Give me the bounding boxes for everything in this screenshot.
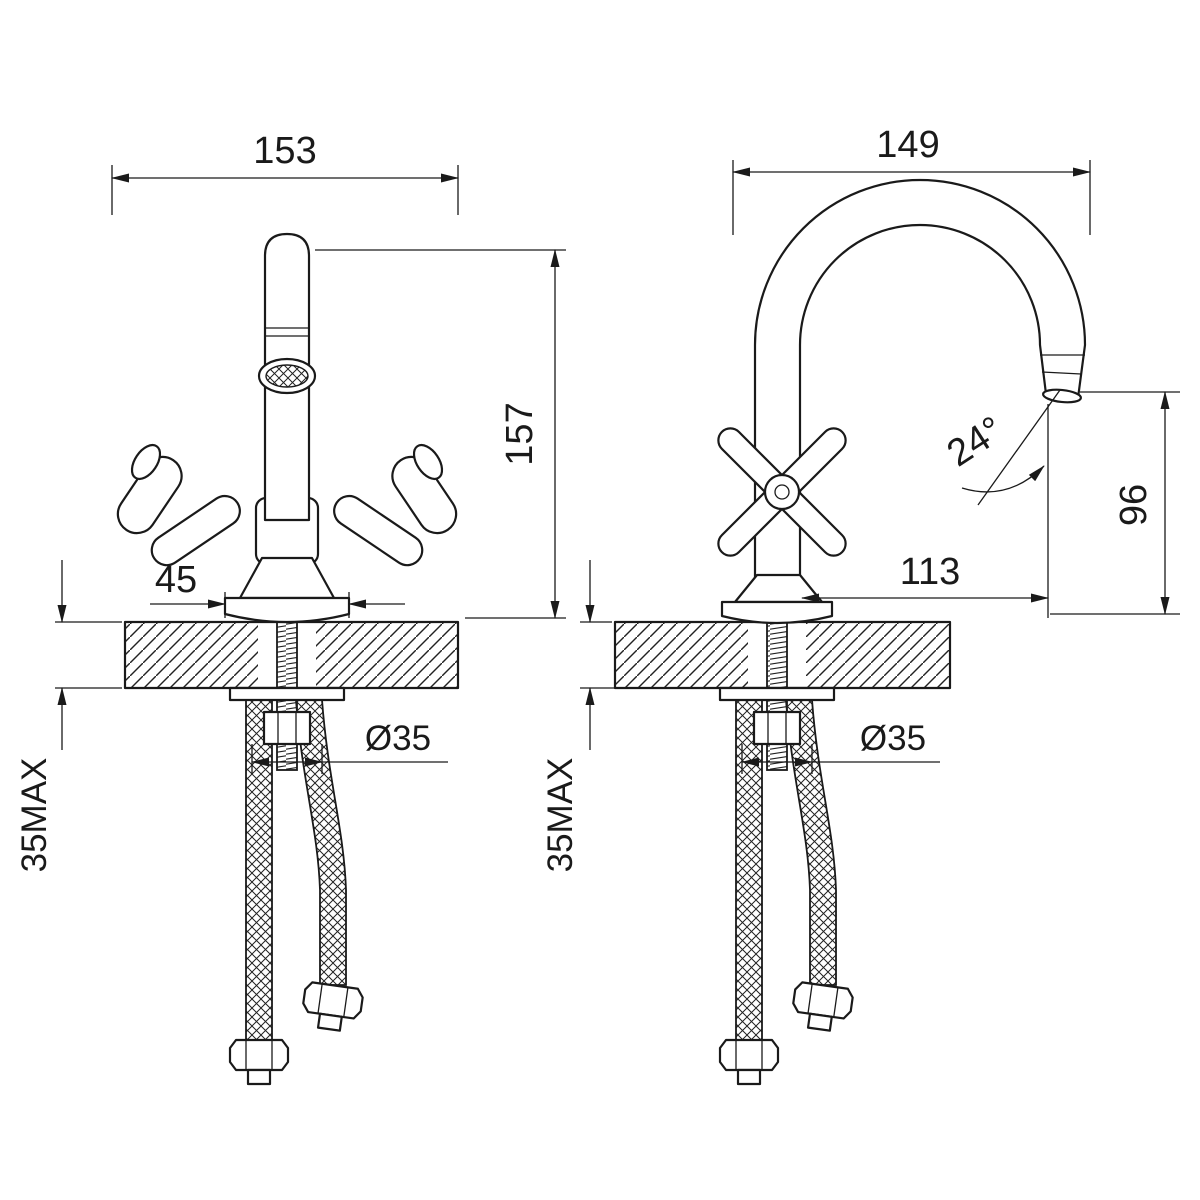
side-dim-angle: 24° xyxy=(940,389,1061,506)
side-dim-hole: Ø35 xyxy=(741,719,940,774)
side-dim-deck: 35MAX xyxy=(541,560,718,872)
front-dim-base: 45 xyxy=(150,559,405,618)
side-cross-handle xyxy=(717,427,847,557)
front-hole-label: Ø35 xyxy=(365,719,431,758)
side-dim-height: 96 xyxy=(1050,391,1180,615)
side-nut xyxy=(752,710,802,746)
front-hose-straight xyxy=(245,699,273,1041)
front-base-label: 45 xyxy=(155,559,197,601)
front-hose-fitting-left xyxy=(228,1038,290,1086)
front-handle-right xyxy=(333,443,458,567)
side-base-plate xyxy=(720,600,834,625)
front-width-label: 153 xyxy=(253,130,316,172)
front-spout xyxy=(257,232,317,522)
front-dim-deck: 35MAX xyxy=(15,560,122,872)
side-dim-depth: 149 xyxy=(732,124,1091,235)
front-nut xyxy=(262,710,312,746)
front-base-skirt xyxy=(238,556,336,600)
side-hose-straight xyxy=(735,699,763,1041)
front-aerator-mesh xyxy=(265,364,309,388)
side-hoses xyxy=(718,699,854,1086)
front-dim-hole: Ø35 xyxy=(251,719,448,774)
side-spout xyxy=(753,178,1087,580)
side-hose-fitting-left xyxy=(718,1038,780,1086)
side-deck-label: 35MAX xyxy=(541,758,580,873)
front-dim-height: 157 xyxy=(315,249,566,619)
front-washer xyxy=(228,686,346,702)
side-view: 149 24° 96 113 Ø35 xyxy=(541,124,1180,1086)
side-height-label: 96 xyxy=(1113,484,1155,526)
side-angle-label: 24° xyxy=(940,409,1011,476)
front-view: 153 157 45 Ø35 35MAX xyxy=(15,130,566,1086)
front-deck-label: 35MAX xyxy=(15,758,54,873)
side-reach-label: 113 xyxy=(900,551,961,593)
side-hole-label: Ø35 xyxy=(860,719,926,758)
front-height-label: 157 xyxy=(499,402,541,465)
front-hoses xyxy=(228,699,364,1086)
side-depth-label: 149 xyxy=(876,124,939,166)
front-dim-width: 153 xyxy=(111,130,459,215)
side-aerator xyxy=(1041,388,1083,404)
side-washer xyxy=(718,686,836,702)
front-handle-left xyxy=(116,443,241,567)
side-dim-reach: 113 xyxy=(801,404,1049,618)
front-hose-fitting-right xyxy=(302,981,364,1032)
side-hose-fitting-right xyxy=(792,981,854,1032)
front-base-plate xyxy=(223,596,351,624)
